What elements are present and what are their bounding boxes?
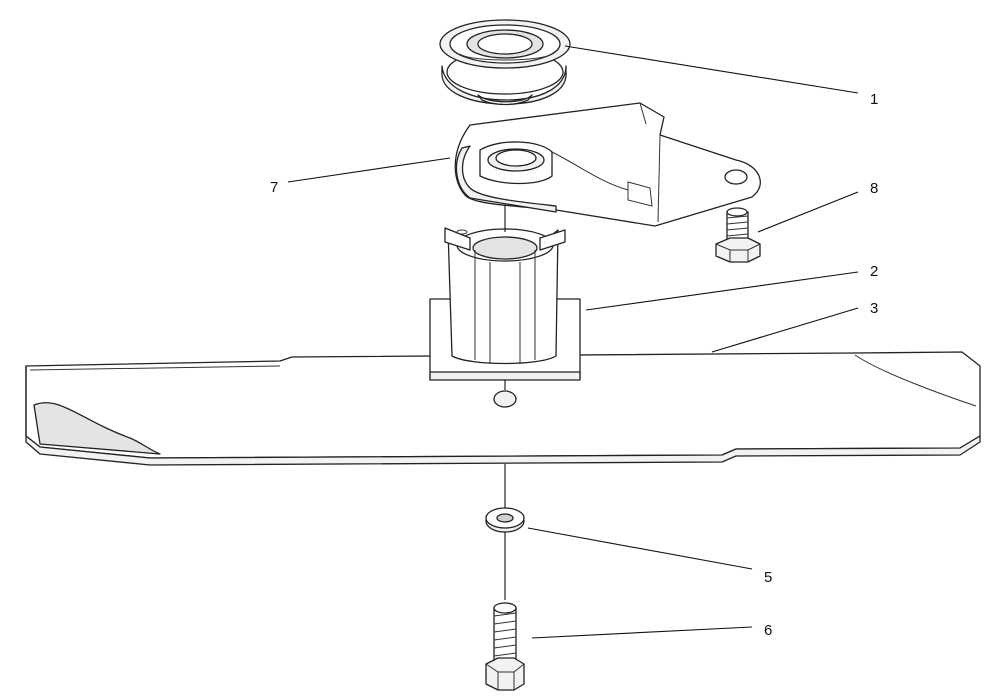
leader-8	[757, 191, 859, 233]
callout-8: 8	[870, 180, 878, 197]
part-1-pulley	[439, 19, 571, 106]
callout-7: 7	[270, 179, 278, 196]
part-6-bolt	[485, 602, 525, 691]
leader-7	[287, 157, 451, 183]
callout-1: 1	[870, 91, 878, 108]
callout-labels: 1 2 3 5 6 7 8	[270, 91, 878, 639]
leader-3	[711, 307, 859, 353]
part-2-adapter	[429, 227, 581, 381]
callout-3: 3	[870, 300, 878, 317]
leader-6	[531, 626, 753, 639]
part-5-washer	[485, 507, 525, 533]
callout-2: 2	[870, 263, 878, 280]
part-7-bracket	[454, 102, 761, 227]
callout-5: 5	[764, 569, 772, 586]
leader-5	[527, 527, 753, 570]
part-8-hex-bolt	[715, 207, 761, 263]
leader-lines	[287, 45, 859, 639]
part-3-blade	[25, 351, 981, 466]
leader-1	[564, 45, 859, 94]
leader-2	[585, 271, 859, 311]
callout-6: 6	[764, 622, 772, 639]
